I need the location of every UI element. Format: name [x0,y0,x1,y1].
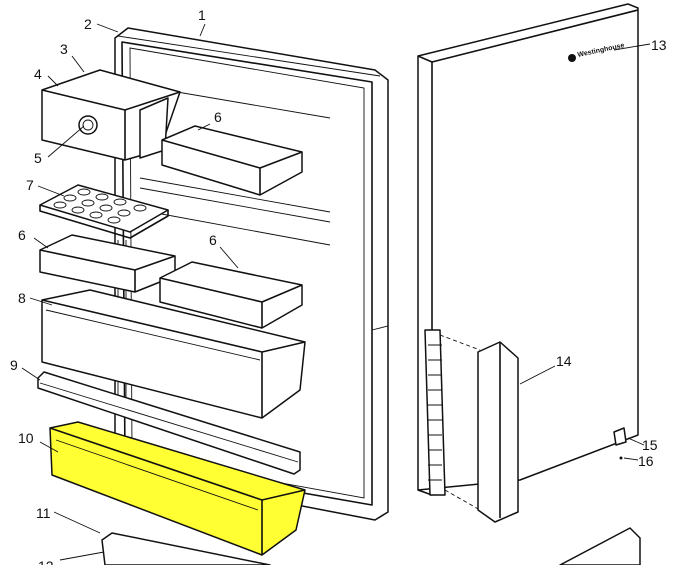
callout-9: 9 [10,357,18,373]
callout-14: 14 [556,353,572,369]
callout-8: 8 [18,290,26,306]
egg-tray [39,184,169,239]
outer-door: Westinghouse [417,3,639,496]
callout-16: 16 [638,453,654,469]
hinge-pin [613,427,627,460]
callout-6-upper: 6 [214,109,222,125]
callout-5: 5 [34,150,42,166]
shelf-rail [37,371,301,475]
callout-6-left: 6 [18,227,26,243]
door-hinge-strip [424,329,481,511]
callout-labels: 1 2 3 4 5 6 7 6 6 8 9 10 11 12 13 14 15 … [10,7,667,565]
callout-12: 12 [38,558,54,565]
callout-6-right: 6 [209,232,217,248]
door-shelf-right [159,261,303,329]
bottle-shelf [41,289,306,419]
callout-15: 15 [642,437,658,453]
highlighted-door-bin [49,421,306,556]
callout-3: 3 [60,41,68,57]
brand-logo-icon [568,54,576,62]
leader-lines [21,23,651,561]
callout-7: 7 [26,177,34,193]
callout-10: 10 [18,430,34,446]
door-shelf-upper [161,125,303,196]
lower-bin [101,527,641,565]
callout-13: 13 [651,37,667,53]
callout-2: 2 [84,16,92,32]
dairy-compartment [41,69,181,161]
callout-11: 11 [36,505,51,521]
door-handle [477,341,519,523]
callout-4: 4 [34,66,42,82]
callout-1: 1 [198,7,206,23]
